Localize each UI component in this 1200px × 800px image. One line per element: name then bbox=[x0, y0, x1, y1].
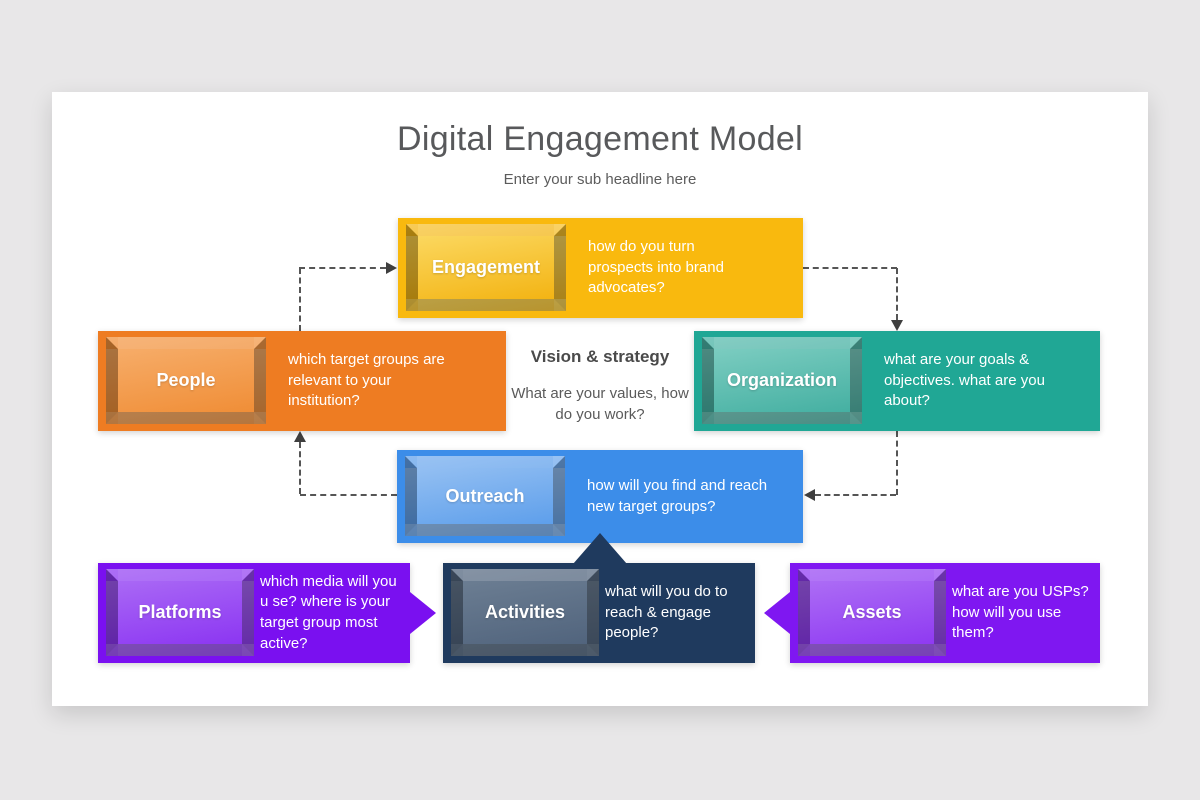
organization-button: Organization bbox=[702, 337, 862, 424]
platforms-label: Platforms bbox=[138, 602, 222, 622]
outreach-button: Outreach bbox=[405, 456, 565, 536]
node-platforms: Platforms which media will you u se? whe… bbox=[98, 563, 410, 663]
connector-segment bbox=[896, 431, 898, 495]
arrowhead-right-icon bbox=[386, 262, 397, 274]
arrowhead-left-icon bbox=[804, 489, 815, 501]
connector-segment bbox=[299, 442, 301, 494]
engagement-description: how do you turn prospects into brand adv… bbox=[588, 237, 724, 297]
outreach-description: how will you find and reach new target g… bbox=[587, 476, 768, 515]
platforms-button: Platforms bbox=[106, 569, 254, 656]
vision-strategy-block: Vision & strategy What are your values, … bbox=[510, 347, 690, 425]
arrowhead-down-icon bbox=[891, 320, 903, 331]
connector-segment bbox=[896, 268, 898, 320]
connector-segment bbox=[299, 268, 301, 331]
connector-segment bbox=[299, 267, 386, 269]
assets-to-activities-pointer bbox=[764, 592, 790, 634]
node-outreach: Outreach how will you find and reach new… bbox=[397, 450, 803, 543]
slide-subtitle: Enter your sub headline here bbox=[503, 171, 697, 188]
assets-button: Assets bbox=[798, 569, 946, 656]
people-button: People bbox=[106, 337, 266, 424]
activities-label: Activities bbox=[484, 602, 566, 622]
engagement-label: Engagement bbox=[431, 257, 541, 277]
activities-description: what will you do to reach & engage peopl… bbox=[605, 582, 728, 642]
slide-title: Digital Engagement Model bbox=[397, 120, 803, 158]
node-assets: Assets what are you USPs? how will you u… bbox=[790, 563, 1100, 663]
node-engagement: Engagement how do you turn prospects int… bbox=[398, 218, 803, 318]
activities-button: Activities bbox=[451, 569, 599, 656]
people-description: which target groups are relevant to your… bbox=[288, 350, 445, 410]
engagement-button: Engagement bbox=[406, 224, 566, 311]
organization-label: Organization bbox=[726, 370, 837, 390]
activities-to-outreach-pointer bbox=[573, 533, 627, 564]
assets-label: Assets bbox=[842, 602, 902, 622]
organization-description: what are your goals & objectives. what a… bbox=[884, 350, 1045, 410]
platforms-to-activities-pointer bbox=[410, 592, 436, 634]
node-activities: Activities what will you do to reach & e… bbox=[443, 563, 755, 663]
node-people: People which target groups are relevant … bbox=[98, 331, 506, 431]
connector-segment bbox=[815, 494, 896, 496]
assets-description: what are you USPs? how will you use them… bbox=[952, 582, 1089, 642]
platforms-description: which media will you u se? where is your… bbox=[260, 572, 397, 652]
connector-segment bbox=[300, 494, 397, 496]
vision-strategy-heading: Vision & strategy bbox=[530, 347, 670, 366]
connector-segment bbox=[803, 267, 897, 269]
slide-canvas: Digital Engagement Model Enter your sub … bbox=[52, 92, 1148, 706]
vision-strategy-body: What are your values, how do you work? bbox=[511, 385, 689, 423]
outreach-label: Outreach bbox=[445, 485, 525, 506]
arrowhead-up-icon bbox=[294, 431, 306, 442]
people-label: People bbox=[156, 370, 216, 390]
node-organization: Organization what are your goals & objec… bbox=[694, 331, 1100, 431]
